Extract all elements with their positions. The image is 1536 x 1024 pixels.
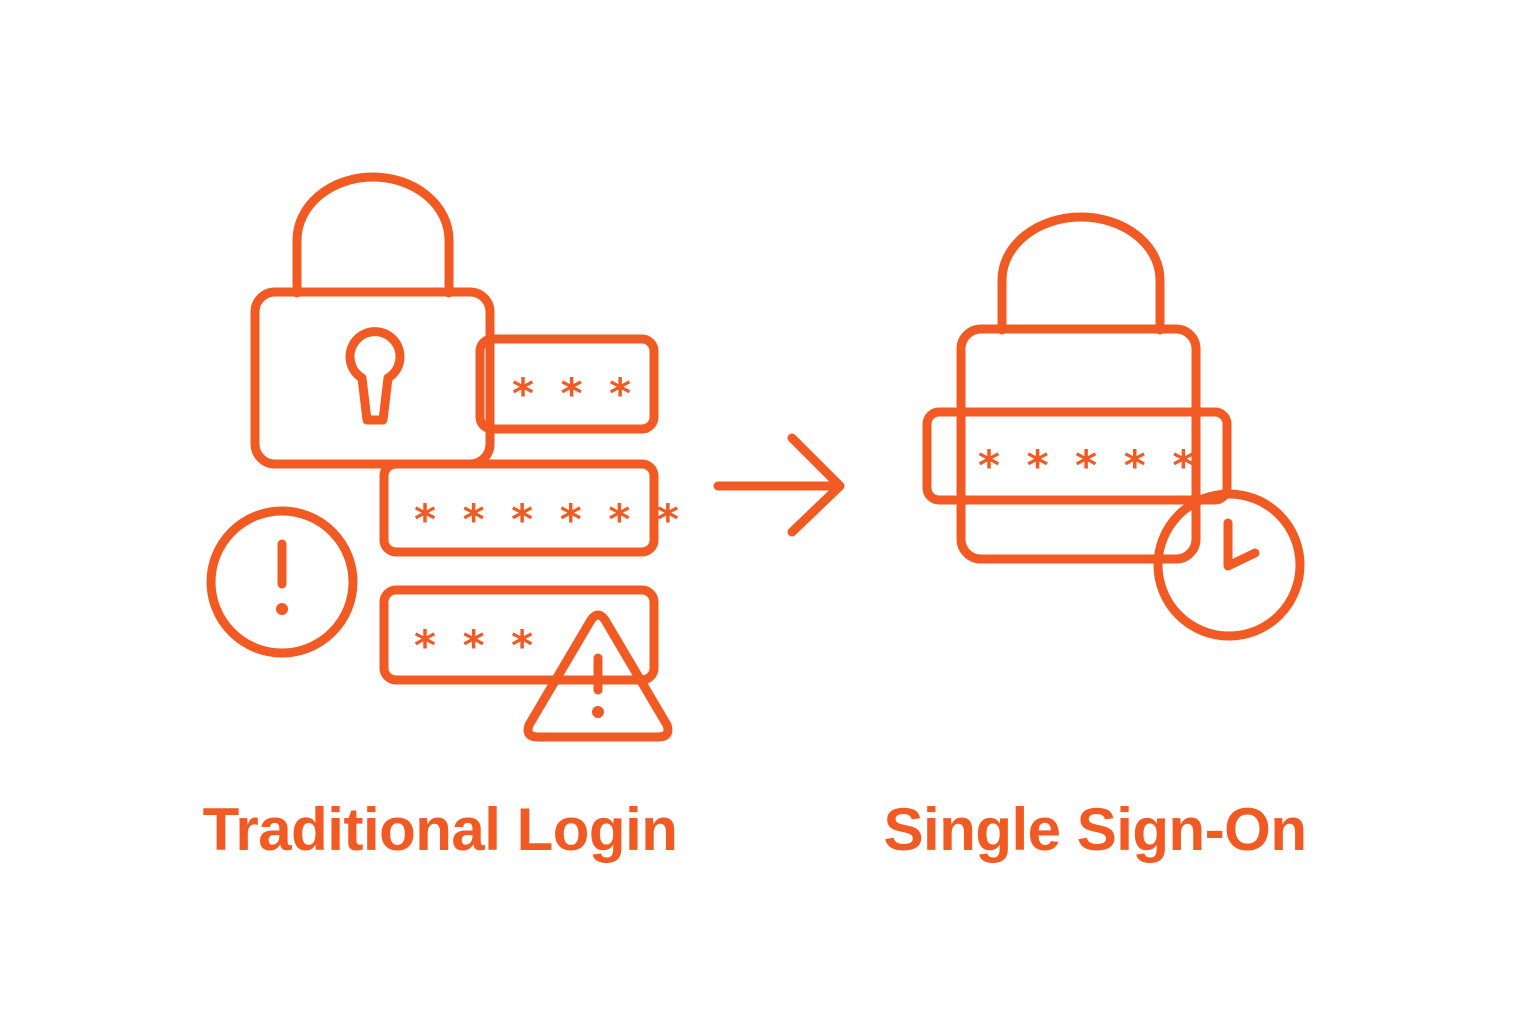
password-mask-1: * * * (512, 369, 637, 418)
password-mask-2: * * * * * * (414, 495, 685, 544)
single-sign-on-caption: Single Sign-On (883, 796, 1308, 863)
warning-triangle-icon (523, 610, 673, 742)
keyhole-icon (345, 327, 405, 425)
clock-icon (1153, 489, 1305, 641)
password-mask-3: * * * (414, 621, 539, 670)
password-field-3: * * * (379, 585, 659, 685)
traditional-login-caption: Traditional Login (202, 796, 678, 863)
arrow-right-icon (713, 433, 845, 537)
sso-password-field: * * * * * (922, 407, 1232, 505)
padlock-icon (956, 212, 1201, 564)
exclamation-circle-icon (206, 506, 358, 658)
padlock-with-keyhole-icon (250, 172, 495, 469)
traditional-login-group: * * * * * * * * * * * * (206, 172, 685, 742)
password-field-1: * * * (475, 334, 659, 434)
password-field-2: * * * * * * (379, 459, 685, 557)
single-sign-on-group: * * * * * (922, 212, 1305, 641)
sso-password-mask: * * * * * (978, 441, 1200, 490)
